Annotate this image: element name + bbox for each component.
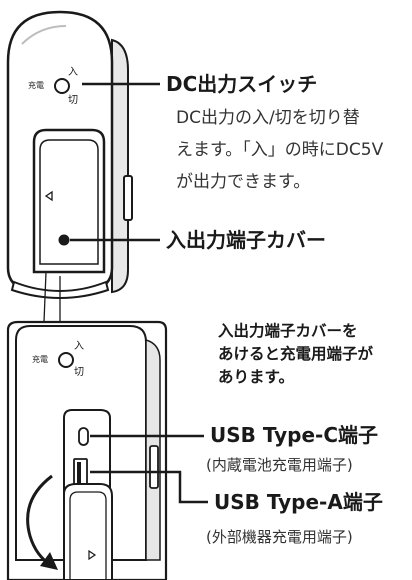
switch-callout-description: DC出力の入/切を切り替 えます。「入」の時にDC5V が出力できます。 bbox=[176, 102, 412, 198]
usb-c-subtitle: (内蔵電池充電用端子) bbox=[206, 456, 353, 474]
opened-note: 入出力端子カバーを あけると充電用端子が あります。 bbox=[218, 320, 412, 389]
opened-note-line: 入出力端子カバーを bbox=[218, 322, 358, 340]
cover-callout-title: 入出力端子カバー bbox=[166, 228, 326, 252]
top-device-side bbox=[111, 38, 129, 294]
detail-panel bbox=[6, 320, 168, 580]
lower-on-label: 入 bbox=[74, 341, 84, 352]
top-device bbox=[6, 10, 133, 299]
lower-off-label: 切 bbox=[74, 367, 84, 378]
switch-knob-icon bbox=[54, 78, 70, 94]
switch-description-line: が出力できます。 bbox=[176, 172, 311, 192]
off-label: 切 bbox=[68, 95, 78, 106]
detail-side-tab bbox=[149, 445, 159, 489]
curved-arrow-head bbox=[40, 552, 58, 570]
left-triangle-icon bbox=[44, 190, 53, 202]
dot-marker-icon bbox=[58, 234, 70, 246]
on-label: 入 bbox=[68, 67, 78, 78]
detail-connector-left bbox=[43, 271, 47, 323]
usb-a-leader-line bbox=[90, 470, 208, 504]
switch-description-line: えます。「入」の時にDC5V bbox=[176, 140, 384, 160]
lower-charge-label: 充電 bbox=[32, 355, 48, 364]
right-triangle-icon bbox=[88, 549, 97, 561]
opened-note-line: あります。 bbox=[218, 368, 294, 386]
charge-label: 充電 bbox=[28, 81, 44, 90]
opened-note-line: あけると充電用端子が bbox=[218, 345, 374, 363]
usb-a-port-inner bbox=[77, 462, 81, 484]
top-device-side-tab bbox=[123, 175, 133, 221]
usb-a-subtitle: (外部機器充電用端子) bbox=[206, 528, 353, 546]
switch-callout-title: DC出力スイッチ bbox=[166, 72, 318, 96]
curved-arrow-icon bbox=[26, 474, 53, 568]
top-cover bbox=[32, 128, 106, 274]
opened-cover bbox=[63, 483, 113, 580]
usb-c-title: USB Type-C端子 bbox=[210, 423, 379, 447]
switch-description-line: DC出力の入/切を切り替 bbox=[176, 108, 360, 128]
usb-c-port-icon bbox=[78, 427, 89, 446]
opened-cover-inner bbox=[69, 491, 107, 580]
usb-a-title: USB Type-A端子 bbox=[214, 490, 383, 514]
top-cover-inner bbox=[39, 139, 99, 265]
top-device-highlight bbox=[21, 25, 67, 45]
lower-switch-knob-icon bbox=[58, 352, 74, 368]
